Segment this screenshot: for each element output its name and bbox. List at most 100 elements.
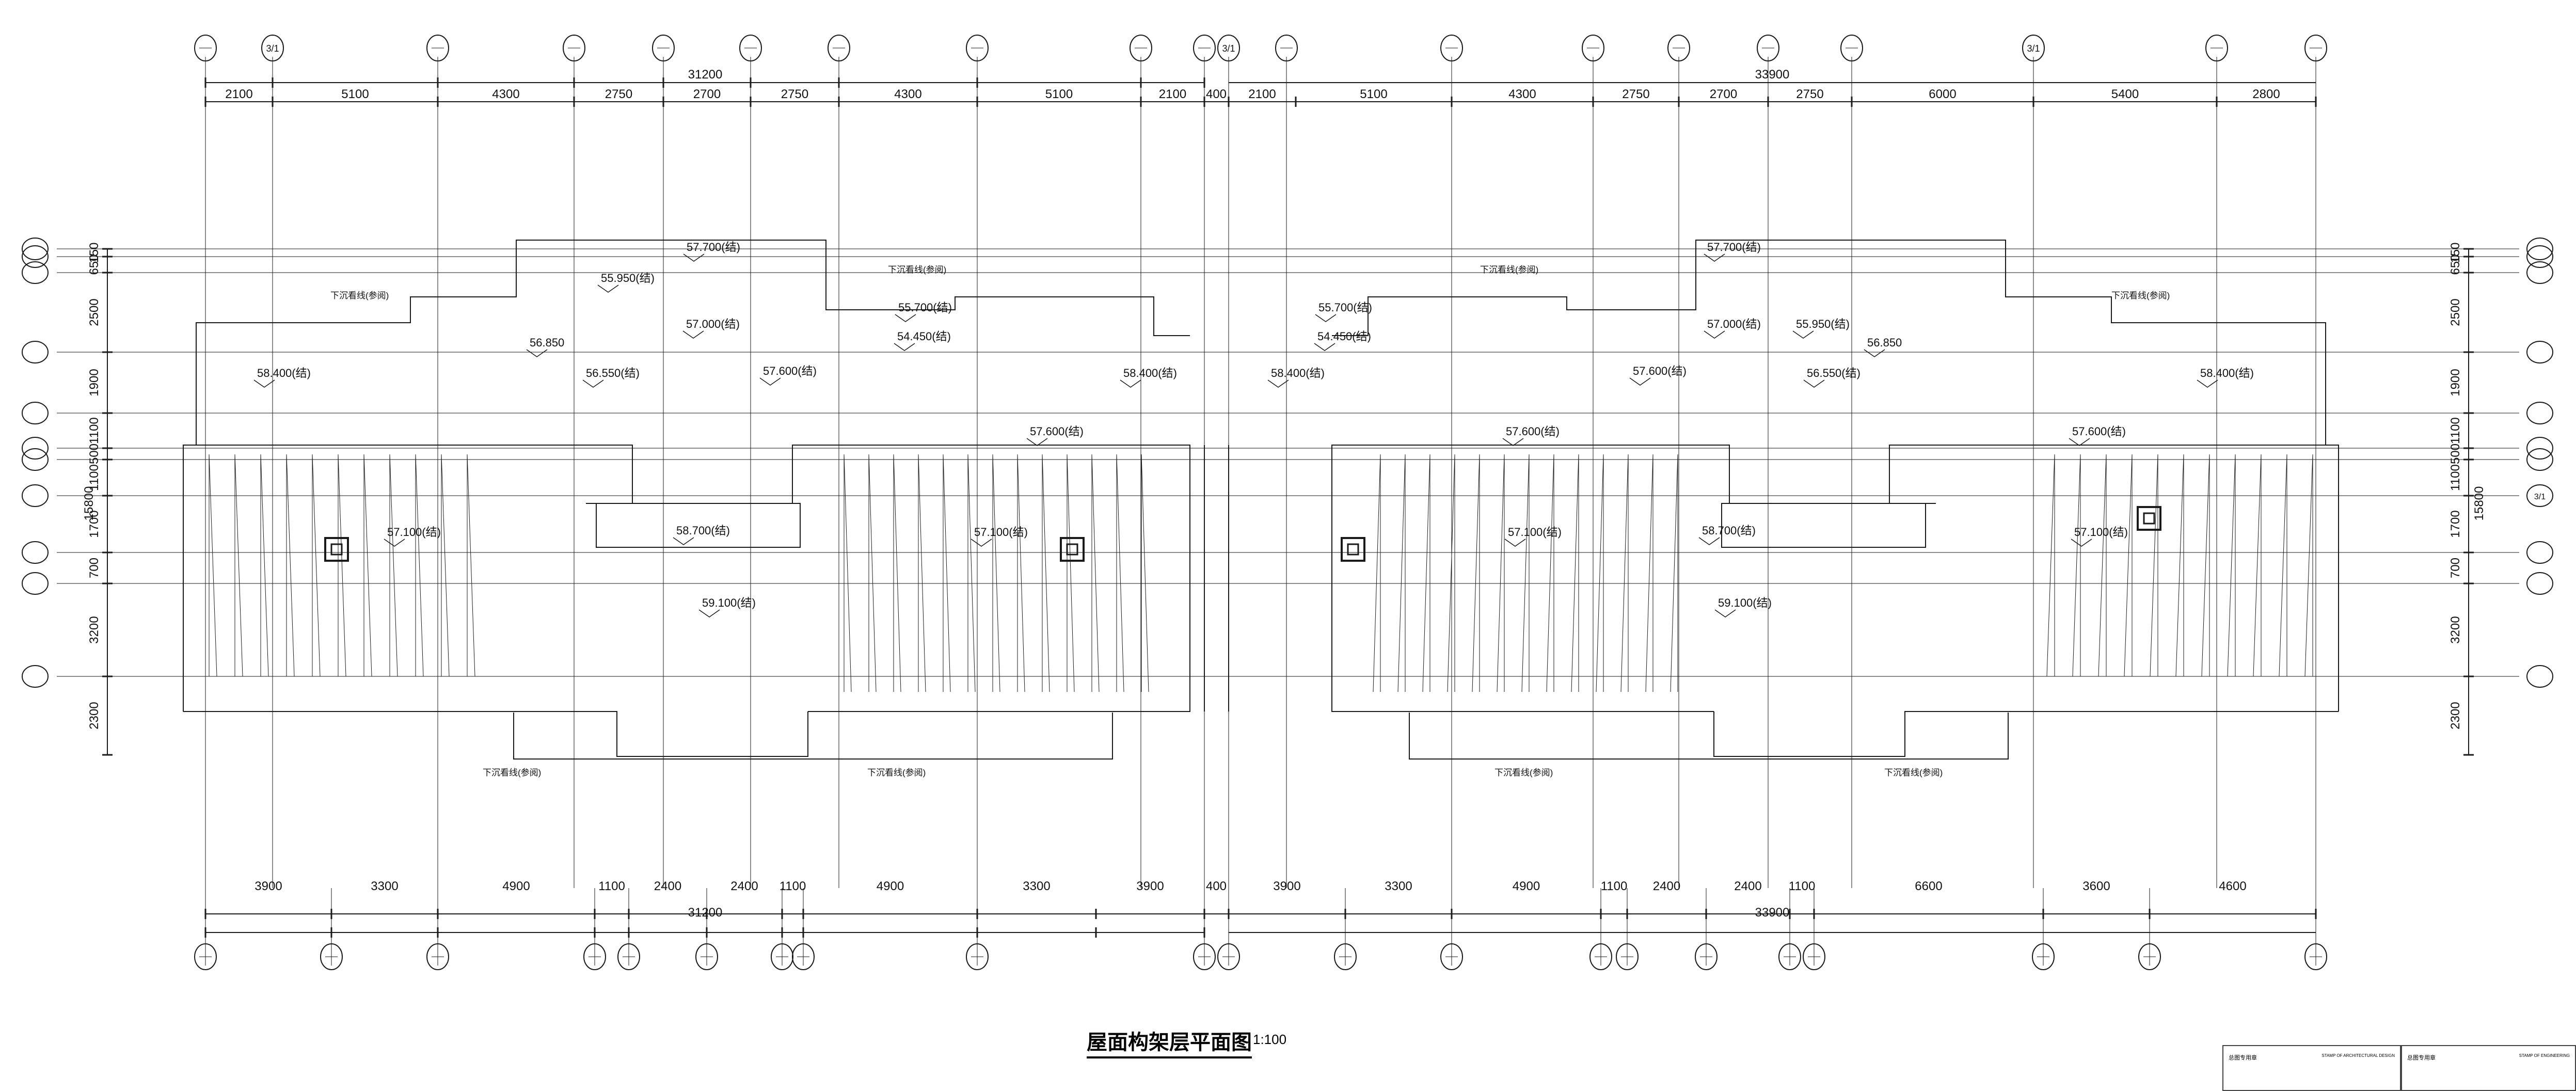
note-label: 下沉看线(参阅): [1494, 768, 1553, 778]
dim-label-bottom: 1100: [1789, 879, 1816, 893]
note-label: 下沉看线(参阅): [2111, 291, 2170, 301]
axis-bubble-bottom: [695, 943, 718, 970]
elevation-marker: [1629, 377, 1651, 386]
axis-bubble-left: [22, 484, 49, 507]
axis-tag: 3/1: [2534, 493, 2546, 501]
dim-label-vertical: 1700: [87, 510, 101, 537]
axis-bubble-bottom: [1695, 943, 1718, 970]
dim-label-vertical: 1900: [2448, 369, 2462, 396]
dim-label-top: 2800: [2252, 87, 2280, 101]
elevation-label: 58.400(结): [2200, 367, 2254, 380]
axis-bubble-top: [739, 35, 762, 61]
frame-slat: [1397, 454, 1406, 692]
elevation-marker: [2071, 539, 2092, 547]
frame-slat: [1546, 454, 1554, 692]
dim-label-vertical: 650: [87, 254, 101, 275]
axis-bubble-top: [1193, 35, 1216, 61]
axis-bubble-top: [828, 35, 850, 61]
parapet-outline: [586, 503, 801, 548]
axis-bubble-right: [2526, 541, 2553, 564]
frame-slat: [312, 454, 321, 677]
axis-bubble-top: [966, 35, 989, 61]
frame-slat: [286, 454, 295, 677]
frame-slat: [2279, 454, 2287, 677]
axis-bubble-right: [2526, 238, 2553, 260]
elevation-label: 57.100(结): [2074, 526, 2128, 539]
frame-slat: [967, 454, 976, 692]
axis-bubble-left: [22, 341, 49, 363]
axis-bubble-top: [426, 35, 449, 61]
dim-label-top: 2750: [781, 87, 808, 101]
axis-bubble-left: [22, 402, 49, 424]
dim-label-vertical: 3200: [87, 616, 101, 643]
dim-label-vertical: 500: [2448, 444, 2462, 464]
elevation-marker: [1704, 330, 1725, 339]
axis-bubble-right: [2526, 665, 2553, 688]
elevation-label: 57.000(结): [686, 318, 740, 330]
elevation-marker: [253, 380, 275, 388]
frame-slat: [844, 454, 852, 692]
dim-label-bottom: 3300: [371, 879, 398, 893]
frame-slat: [2046, 454, 2055, 677]
frame-slat: [2201, 454, 2210, 677]
axis-bubble-top: [652, 35, 675, 61]
dim-label-bottom: 6600: [1915, 879, 1942, 893]
stamp-label: 总图专用章: [2407, 1055, 2436, 1061]
axis-bubble-top: [194, 35, 217, 61]
note-label: 下沉看线(参阅): [867, 768, 926, 778]
drawing-title: 屋面构架层平面图: [1087, 1025, 1252, 1058]
dim-label-vertical: 2300: [87, 702, 101, 729]
elevation-label: 58.700(结): [676, 524, 730, 537]
elevation-label: 55.950(结): [601, 272, 655, 284]
axis-bubble-top: [1217, 35, 1240, 61]
axis-bubble-top: [1582, 35, 1604, 61]
frame-slat: [2150, 454, 2158, 677]
frame-slat: [389, 454, 398, 677]
frame-slat: [868, 454, 877, 692]
dim-label-bottom: 1100: [780, 879, 806, 893]
dim-label-bottom: 4600: [2219, 879, 2246, 893]
elevation-marker: [384, 539, 405, 547]
elevation-marker: [1704, 254, 1725, 262]
column-marker-inner: [330, 543, 343, 556]
axis-bubble-top: [563, 35, 585, 61]
elevation-label: 55.700(结): [1318, 301, 1372, 314]
axis-bubble-bottom: [1778, 943, 1801, 970]
axis-bubble-bottom: [1217, 943, 1240, 970]
column-marker: [2137, 506, 2161, 531]
dim-label-bottom: 3600: [2082, 879, 2110, 893]
elevation-marker: [1267, 380, 1289, 388]
frame-slat: [1571, 454, 1579, 692]
elevation-marker: [1314, 343, 1335, 351]
dim-label-top: 5100: [341, 87, 369, 101]
dim-label-vertical: 150: [87, 242, 101, 263]
axis-bubble-top: [2205, 35, 2228, 61]
note-label: 下沉看线(参阅): [330, 291, 389, 301]
axis-bubble-top: [261, 35, 284, 61]
dim-label-vertical: 1700: [2448, 510, 2462, 537]
dim-label-vertical: 700: [2448, 558, 2462, 578]
dim-label-top: 4300: [894, 87, 921, 101]
elevation-label: 57.600(结): [763, 365, 817, 377]
frame-slat: [1141, 454, 1149, 692]
dim-label-bottom: 4900: [1513, 879, 1540, 893]
dim-label-vertical: 1100: [87, 464, 101, 491]
dim-label-vertical: 3200: [2448, 616, 2462, 643]
frame-slat: [2304, 454, 2313, 677]
elevation-label: 57.700(结): [687, 241, 740, 254]
frame-slat: [1472, 454, 1480, 692]
axis-bubble-left: [22, 448, 49, 471]
elevation-marker: [1502, 438, 1524, 446]
dim-label-top: 6000: [1929, 87, 1956, 101]
axis-bubble-bottom: [617, 943, 640, 970]
frame-slat: [1497, 454, 1505, 692]
dim-label-top: 4300: [1508, 87, 1536, 101]
elevation-marker: [2069, 438, 2090, 446]
elevation-label: 56.550(结): [586, 367, 640, 380]
elevation-marker: [759, 377, 781, 386]
frame-slat: [2175, 454, 2184, 677]
elevation-marker: [683, 254, 705, 262]
elevation-marker: [1026, 438, 1048, 446]
axis-bubble-left: [22, 541, 49, 564]
